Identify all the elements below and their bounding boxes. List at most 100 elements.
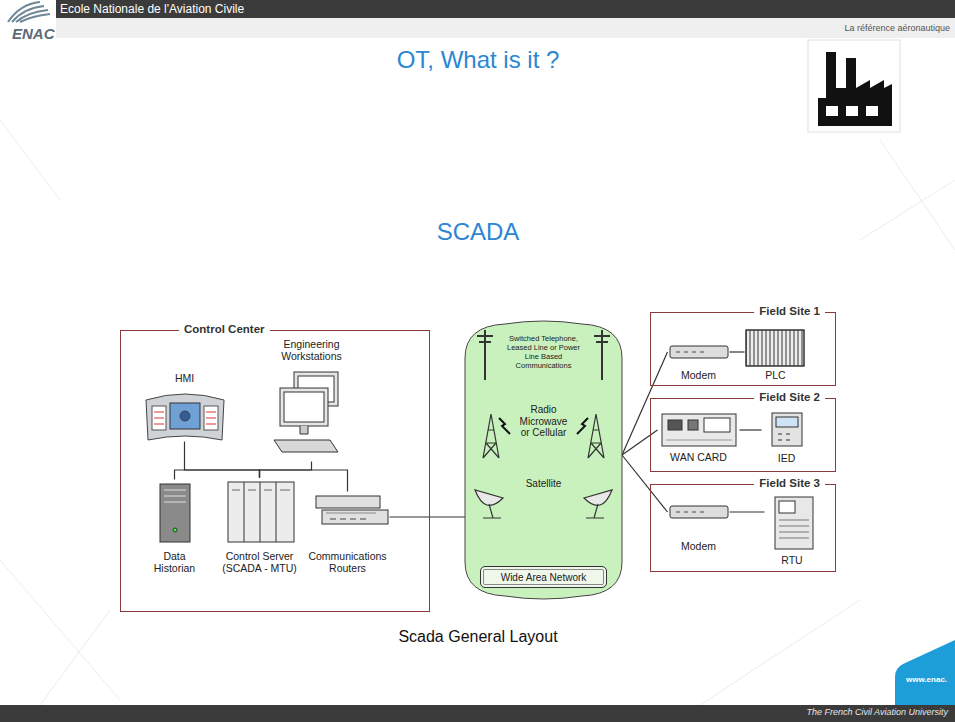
cloud-text-slot: Satellite [513, 478, 574, 490]
ied-icon-part [772, 413, 802, 446]
workstation-icon-part [284, 392, 324, 422]
network-cloud: Wide Area Network Switched Telephone, Lea… [465, 318, 622, 602]
router-icon [316, 496, 388, 524]
tagline: La référence aéronautique [844, 23, 950, 33]
router-icon-part [322, 510, 388, 524]
connector-line [622, 352, 668, 455]
site-region: HMI Engineering WorkstationsData Historia… [120, 330, 430, 612]
link-icon [584, 490, 612, 505]
sub-bar [56, 18, 955, 38]
hmi-icon-part [154, 412, 216, 424]
region-heading: Field Site 1 [759, 305, 820, 317]
historian-icon [160, 484, 190, 542]
factory-icon-part [818, 52, 892, 126]
ied-icon-part [778, 434, 790, 440]
link-label: Radio Microwave or Cellular [515, 404, 572, 439]
region-heading-slot: Field Site 3 [754, 477, 825, 489]
link-icon [483, 504, 501, 518]
wan-card-icon [662, 414, 736, 446]
workstation-icon-part [300, 426, 308, 434]
link-label: Switched Telephone, Leased Line or Power… [505, 334, 582, 370]
plc-icon [746, 330, 804, 366]
section-heading: SCADA [437, 218, 520, 246]
device-node: Data Historian [140, 480, 210, 575]
factory-icon-part-part [826, 106, 838, 116]
device-node: WAN CARD [658, 412, 740, 464]
wan-card-icon-part [666, 440, 732, 441]
connector-line [390, 516, 466, 517]
title-text: OT, What is it ? [397, 46, 560, 74]
bottom-bar [0, 705, 955, 722]
plc-icon-part [746, 330, 804, 366]
device-node: PLC [745, 326, 807, 382]
device-node: RTU [765, 495, 820, 567]
factory-icon-part [826, 106, 878, 116]
server-icon [228, 482, 294, 542]
logo-text-slot: ENAC [12, 25, 55, 42]
caption-text: Scada General Layout [398, 628, 557, 646]
cloud-text-slot: Radio Microwave or Cellular [515, 404, 572, 439]
hmi-icon-part [146, 394, 224, 440]
web-address-slot: www.enac. [906, 675, 947, 684]
device-node: HMI [140, 372, 230, 442]
node-label: Modem [681, 369, 716, 381]
node-label: Engineering Workstations [272, 338, 352, 362]
historian-icon-part [160, 484, 190, 542]
modem-icon [670, 346, 728, 358]
header-text: Ecole Nationale de l'Aviation Civile [60, 2, 244, 16]
factory-icon-part-part [846, 106, 858, 116]
workstation-icon-part [280, 388, 328, 426]
top-bar [0, 0, 955, 18]
region-heading: Field Site 3 [759, 477, 820, 489]
region-heading: Control Center [184, 323, 265, 335]
node-label: Control Server (SCADA - MTU) [213, 550, 307, 574]
footer-text: The French Civil Aviation University [806, 707, 948, 717]
router-icon-part [316, 496, 380, 508]
site-region: ModemRTUField Site 3 [650, 484, 836, 572]
device-node: Communications Routers [306, 492, 390, 575]
header-text-slot: Ecole Nationale de l'Aviation Civile [60, 2, 244, 16]
link-icon [477, 330, 610, 380]
router-icon-part [330, 519, 366, 520]
connector-line [260, 470, 348, 492]
factory-icon [808, 40, 900, 132]
section-heading-slot: SCADA [437, 218, 520, 246]
tagline-slot: La référence aéronautique [844, 23, 950, 33]
wan-card-icon-part [704, 418, 730, 432]
slide-title: OT, What is it ? [397, 46, 560, 74]
connector-line [175, 470, 260, 480]
link-label: Satellite [513, 478, 574, 490]
connector-line [730, 511, 765, 512]
historian-icon-part [173, 528, 177, 532]
hmi-icon-part [180, 411, 190, 421]
web-address: www.enac. [906, 675, 947, 684]
site-region: ModemPLCField Site 1 [650, 312, 836, 386]
rtu-icon-part [775, 497, 813, 549]
decor-lines [0, 120, 955, 705]
node-label: Modem [681, 540, 716, 552]
node-label: Communications Routers [308, 550, 388, 574]
wan-card-icon-part [662, 414, 736, 446]
enac-logo [0, 0, 56, 52]
historian-icon-part [164, 490, 186, 502]
modem-icon-part [676, 512, 704, 513]
workstation-icon-part [274, 440, 338, 452]
enac-logo-part [0, 0, 56, 52]
router-icon-part [326, 513, 376, 514]
modem-icon-part [670, 506, 728, 518]
hmi-icon [146, 394, 224, 440]
node-label: Data Historian [144, 550, 206, 574]
node-label: Wide Area Network [501, 572, 587, 583]
region-heading-slot: Field Site 1 [754, 305, 825, 317]
modem-icon [670, 506, 728, 518]
device-node: Modem [668, 338, 730, 382]
link-icon [588, 414, 604, 458]
network-box: Wide Area Network [480, 566, 607, 588]
node-label: HMI [175, 372, 194, 384]
connector-line [185, 442, 260, 478]
footer-text-slot: The French Civil Aviation University [806, 707, 948, 717]
node-label: PLC [765, 369, 785, 381]
region-heading: Field Site 2 [759, 391, 820, 403]
